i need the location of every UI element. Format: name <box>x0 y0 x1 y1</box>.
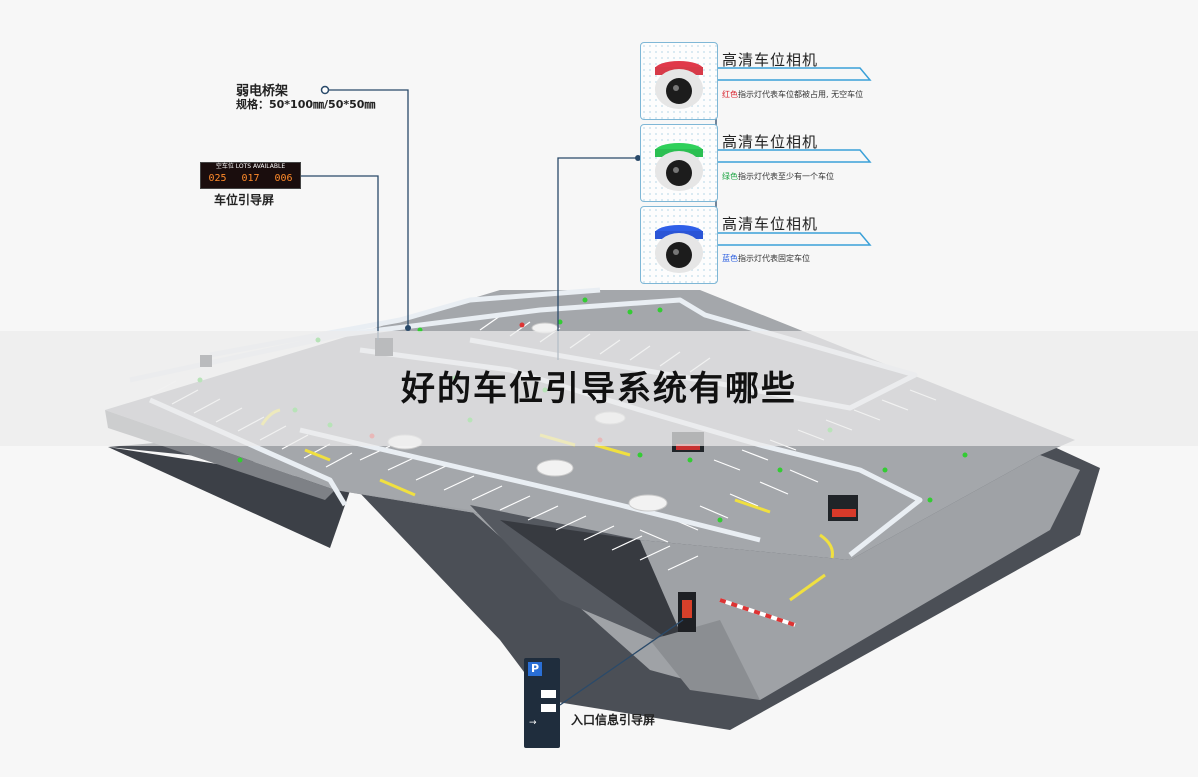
indicator-light <box>882 467 888 473</box>
camera-color-blue: 蓝色 <box>722 254 738 263</box>
camera-desc-blue: 蓝色指示灯代表固定车位 <box>722 253 810 264</box>
stall-line <box>639 529 669 543</box>
camera-color-red: 红色 <box>722 90 738 99</box>
indicator-light <box>927 497 933 503</box>
indicator-light <box>687 457 693 463</box>
entrance-totem: P → <box>524 658 560 748</box>
camera-icon <box>655 61 703 109</box>
guidance-display-values: 025 017 006 <box>201 171 300 186</box>
camera-title-green: 高清车位相机 <box>722 133 819 151</box>
title-banner <box>0 331 1198 446</box>
stall-line <box>303 443 331 459</box>
indicator-light <box>637 452 643 458</box>
stall-line <box>699 505 729 519</box>
lower-floor <box>335 455 1080 700</box>
guidance-value-2: 017 <box>241 173 260 184</box>
stall-line <box>667 555 699 571</box>
camera-title-red: 高清车位相机 <box>722 51 819 69</box>
guidance-screen-label: 车位引导屏 <box>214 193 275 207</box>
stall-line <box>789 469 819 483</box>
indicator-light <box>557 319 563 325</box>
stall-line <box>471 485 503 501</box>
entrance-pad <box>650 620 760 700</box>
camera-title-blue: 高清车位相机 <box>722 215 819 233</box>
stall-line <box>325 452 353 468</box>
guidance-value-1: 025 <box>208 173 227 184</box>
cable-tray-spec: 规格：50*100㎜/50*50㎜ <box>236 98 376 111</box>
totem-screen-1 <box>541 690 556 698</box>
stall-line <box>611 535 643 551</box>
camera-card-blue <box>640 206 718 284</box>
stall-line <box>759 481 789 495</box>
camera-icon <box>655 225 703 273</box>
camera-decor-lines <box>716 67 872 246</box>
camera-text-green: 指示灯代表至少有一个车位 <box>738 172 834 181</box>
indicator-light <box>237 457 243 463</box>
indicator-light <box>962 452 968 458</box>
indicator-light <box>657 307 663 313</box>
cable-tray-name: 弱电桥架 <box>236 84 289 99</box>
guidance-display-top: 空车位 LOTS AVAILABLE <box>215 163 286 170</box>
camera-card-green <box>640 124 718 202</box>
camera-color-green: 绿色 <box>722 172 738 181</box>
camera-desc-red: 红色指示灯代表车位都被占用, 无空车位 <box>722 89 863 100</box>
stall-line <box>479 315 501 331</box>
stall-line <box>555 515 587 531</box>
guidance-value-3: 006 <box>274 173 293 184</box>
stall-line <box>639 545 671 561</box>
page-title: 好的车位引导系统有哪些 <box>401 369 797 409</box>
stall-line <box>527 505 559 521</box>
entrance-barrier <box>678 592 796 632</box>
indicator-light <box>777 467 783 473</box>
stall-line <box>415 465 447 481</box>
camera-icon <box>655 143 703 191</box>
guidance-led-display: 空车位 LOTS AVAILABLE 025 017 006 <box>200 162 301 189</box>
camera-text-blue: 指示灯代表固定车位 <box>738 254 810 263</box>
stall-line <box>713 459 741 471</box>
stall-line <box>499 495 531 511</box>
stall-line <box>583 525 615 541</box>
stall-line <box>729 493 759 507</box>
lower-deck-edge <box>108 447 352 548</box>
totem-arrow-icon: → <box>529 718 537 728</box>
indicator-light <box>717 517 723 523</box>
stall-line <box>741 449 769 461</box>
entrance-screen-label: 入口信息引导屏 <box>571 713 656 727</box>
stall-line <box>443 475 475 491</box>
camera-text-red: 指示灯代表车位都被占用, 无空车位 <box>738 90 864 99</box>
ramp-shadow <box>500 520 690 655</box>
indicator-light <box>519 322 525 328</box>
totem-screen-2 <box>541 704 556 712</box>
camera-desc-green: 绿色指示灯代表至少有一个车位 <box>722 171 834 182</box>
camera-card-red <box>640 42 718 120</box>
parking-p-icon: P <box>528 662 542 676</box>
indicator-light <box>627 309 633 315</box>
indicator-light <box>582 297 588 303</box>
